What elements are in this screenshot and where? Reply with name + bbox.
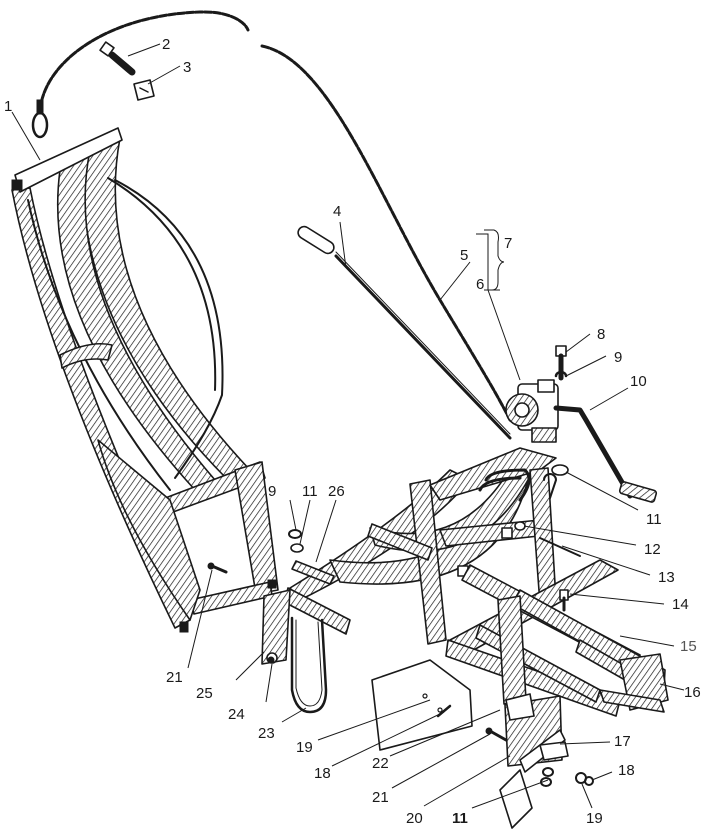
label-part-18-left: 18 [314, 765, 331, 782]
bracket-part-17 [499, 693, 569, 829]
label-part-26: 26 [328, 483, 345, 500]
plate-part-25 [261, 589, 291, 665]
lower-frame-parts-15-16 [445, 537, 669, 717]
label-part-15: 15 [680, 638, 697, 655]
rod-part-4 [297, 225, 512, 440]
leader-lines [11, 43, 685, 809]
label-part-12: 12 [644, 541, 661, 558]
label-part-20: 20 [406, 810, 423, 827]
label-part-18-bottom: 18 [618, 762, 635, 779]
crank-handle-part-10 [553, 405, 658, 503]
part-labels: 1 2 3 4 5 6 7 8 9 10 11 12 13 14 15 16 9… [4, 36, 701, 827]
washer-part-9-top [554, 370, 568, 378]
winch-part-6 [505, 379, 559, 443]
label-part-10: 10 [630, 373, 647, 390]
cable [38, 10, 512, 422]
label-part-16: 16 [684, 684, 701, 701]
nut-part-11-left [290, 543, 304, 553]
label-part-2: 2 [162, 36, 170, 53]
label-part-23: 23 [258, 725, 275, 742]
label-part-6: 6 [476, 276, 484, 293]
label-part-17: 17 [614, 733, 631, 750]
label-part-11-left: 11 [302, 483, 318, 500]
label-part-21-bottom: 21 [372, 789, 389, 806]
cable-eye-loop [31, 99, 49, 139]
mounting-plate [371, 659, 473, 751]
label-part-19-left: 19 [296, 739, 313, 756]
left-frame-part-1 [11, 127, 279, 633]
label-part-25: 25 [196, 685, 213, 702]
clip-part-3 [133, 79, 155, 101]
strip-part-26 [291, 560, 335, 585]
nut-parts-11-19-18 [540, 767, 594, 787]
rear-frame-assembly [283, 447, 569, 645]
label-part-11-right: 11 [646, 511, 662, 528]
label-part-3: 3 [183, 59, 191, 76]
label-part-24: 24 [228, 706, 245, 723]
label-part-11-bottom: 11 [452, 810, 468, 827]
pin-part-24 [267, 656, 275, 664]
label-part-13: 13 [658, 569, 675, 586]
label-part-4: 4 [333, 203, 341, 220]
label-part-1: 1 [4, 98, 12, 115]
label-part-9-top: 9 [614, 349, 622, 366]
u-bolt-part-23 [290, 616, 328, 714]
label-part-21-left: 21 [166, 669, 183, 686]
label-part-8: 8 [597, 326, 605, 343]
label-part-14: 14 [672, 596, 689, 613]
bolt-part-21-left [207, 562, 228, 574]
bolt-part-8 [555, 345, 567, 381]
group-bracket-7 [484, 229, 505, 291]
bolt-part-2 [99, 41, 136, 76]
label-part-5: 5 [460, 247, 468, 264]
label-part-9-left: 9 [268, 483, 276, 500]
label-part-19-bottom: 19 [586, 810, 603, 827]
label-part-22: 22 [372, 755, 389, 772]
label-part-7: 7 [504, 235, 512, 252]
washer-part-9-left [288, 529, 302, 539]
